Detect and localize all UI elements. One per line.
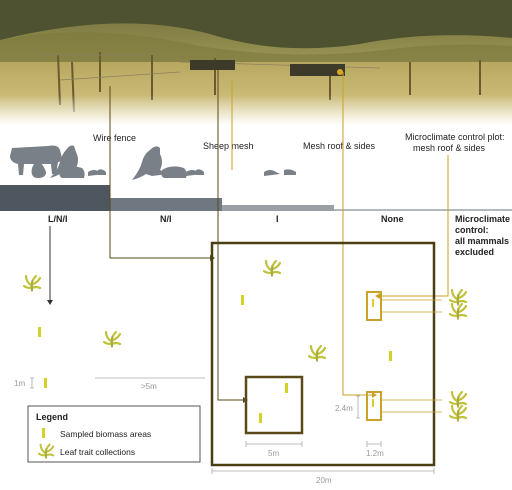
legend-leaf-swatch [37,443,55,460]
biomass-area [241,295,244,305]
label-micro-plot-line2: mesh roof & sides [413,143,486,153]
legend-biomass-label: Sampled biomass areas [60,429,151,439]
scale-20m: 20m [316,476,332,485]
plot-5m [244,375,304,435]
treatment-none: None [381,214,404,224]
scale-5m: 5m [268,449,279,458]
biomass-area [285,383,288,393]
leaf-icon [448,302,468,320]
wombat-icon [161,166,187,178]
biomass-area [38,327,41,337]
treatment-micro-line3: all mammals [455,236,509,246]
treatment-micro-line1: Microclimate [455,214,510,224]
scale-2-4m: 2.4m [335,404,353,413]
label-mesh-roof: Mesh roof & sides [303,141,376,151]
treatment-band [0,185,512,211]
treatment-micro-line4: excluded [455,247,494,257]
scale-markers [30,377,435,474]
rodent-icon [98,169,106,175]
biomass-area [44,378,47,388]
label-micro-plot-line1: Microclimate control plot: [405,132,505,142]
treatment-i: I [276,214,279,224]
label-sheep-mesh: Sheep mesh [203,141,254,151]
leaf-icon [262,259,282,277]
leaf-icon [307,344,327,362]
mesh-cage-photo [190,60,235,70]
leaf-icon [448,390,468,408]
cow-icon [10,145,62,175]
animal-silhouettes [10,145,296,180]
plot-micro-lower [366,391,382,421]
biomass-area [372,399,374,407]
plot-20m [210,241,436,467]
field-photo [0,0,512,125]
leaf-collection-markers [22,259,468,422]
mesh-roof-photo [290,64,345,76]
legend: Legend Sampled biomass areas Leaf trait … [27,405,201,463]
treatment-lni: L/N/I [48,214,68,224]
biomass-area [259,413,262,423]
rodent-icon [196,169,204,175]
biomass-markers [38,295,392,423]
biomass-area [372,299,374,307]
rodent-icon [264,170,280,176]
plot-micro-upper [366,291,382,321]
label-wire-fence: Wire fence [93,133,136,143]
leaf-icon [448,288,468,306]
rabbit-icon [31,160,46,178]
kangaroo-icon [132,146,168,180]
scale-1m: 1m [14,379,25,388]
leaf-icon [37,443,55,460]
wombat-icon [59,166,85,178]
treatment-ni: N/I [160,214,172,224]
scale-1-2m: 1.2m [366,449,384,458]
leaf-icon [102,330,122,348]
treatment-micro-line2: control: [455,225,489,235]
rodent-icon [284,169,296,175]
leader-lines [49,70,449,401]
leaf-icon [22,274,42,292]
biomass-area [389,351,392,361]
leaf-icon [448,404,468,422]
legend-biomass-swatch [42,428,45,438]
scale-5m-gap: >5m [141,382,157,391]
arrowheads [47,255,380,403]
micro-plot-leader-lines [381,299,442,413]
legend-leaf-label: Leaf trait collections [60,447,135,457]
legend-title: Legend [36,412,68,422]
